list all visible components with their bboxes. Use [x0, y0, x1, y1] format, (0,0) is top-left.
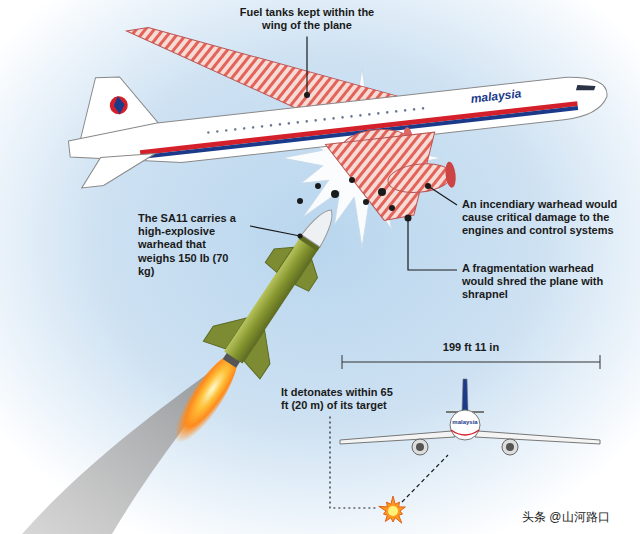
engine	[412, 439, 428, 455]
debris-piece	[389, 205, 395, 211]
mid-fin	[295, 259, 324, 292]
engine-intake	[444, 161, 457, 188]
cabin-window	[305, 120, 308, 123]
cabin-window	[234, 128, 237, 131]
dotted-leader	[330, 416, 378, 508]
cabin-window	[332, 117, 335, 120]
callout-text: An incendiary warhead would cause critic…	[462, 198, 634, 238]
engine	[502, 439, 518, 455]
cockpit-window	[575, 83, 596, 92]
leader-line	[408, 218, 457, 270]
cabin-window	[395, 110, 398, 113]
debris-piece	[363, 199, 369, 205]
dimension-tick	[600, 355, 601, 369]
cabin-window	[216, 130, 219, 133]
stabilizer	[79, 151, 159, 187]
callout-text: Fuel tanks kept within the wing of the p…	[227, 6, 387, 32]
cabin-window	[413, 108, 416, 111]
leader-dot	[298, 234, 303, 239]
leader-dot	[405, 215, 412, 222]
dimension-line	[342, 362, 600, 363]
cabin-window	[422, 107, 425, 110]
rocket-flame	[158, 347, 247, 460]
callout-text: The SA11 carries a high-explosive warhea…	[138, 212, 246, 278]
cabin-window	[359, 114, 362, 117]
debris-piece	[315, 183, 321, 189]
airline-logo-text: malaysia	[450, 419, 480, 426]
cabin-window	[341, 116, 344, 119]
leader-line	[306, 36, 307, 93]
cabin-window	[386, 111, 389, 114]
burst-shape	[379, 496, 406, 523]
leader-lines	[250, 36, 457, 270]
cabin-window	[377, 112, 380, 115]
livery-stripe	[451, 430, 479, 435]
debris-piece	[349, 177, 355, 183]
callout-text: A fragmentation warhead would shred the …	[462, 262, 622, 302]
leader-dots	[298, 92, 432, 239]
wing	[340, 431, 455, 444]
near-engine	[386, 161, 453, 196]
callout-text: It detonates within 65 ft (20 m) of its …	[281, 386, 403, 412]
cabin-window	[368, 113, 371, 116]
detonation-burst	[379, 496, 406, 523]
shrapnel-debris	[297, 177, 395, 211]
fuselage	[450, 410, 480, 440]
cabin-window	[278, 123, 281, 126]
leader-dot	[304, 92, 310, 98]
leader-line	[250, 226, 300, 236]
watermark: 头条 @山河路口	[522, 510, 610, 524]
cabin-window	[296, 121, 299, 124]
debris-piece	[378, 188, 386, 196]
distance-line	[402, 455, 448, 502]
cabin-window	[287, 122, 290, 125]
tail-logo	[109, 95, 129, 115]
cabin-window	[350, 115, 353, 118]
leader-line	[428, 186, 457, 205]
leader-dot	[425, 183, 431, 189]
dimension-label: 199 ft 11 in	[420, 341, 522, 354]
cabin-window	[207, 131, 210, 134]
engine-fan	[506, 443, 514, 451]
cabin-window	[323, 118, 326, 121]
wingspan-dimension	[342, 355, 600, 369]
cabin-window	[252, 126, 255, 129]
cabin-window	[225, 129, 228, 132]
missile-body	[224, 233, 321, 363]
tail-logo	[113, 96, 126, 115]
tail-fin	[462, 379, 468, 411]
cabin-window	[243, 127, 246, 130]
mid-fin	[264, 239, 293, 272]
debris-piece	[297, 198, 303, 204]
burst-core	[388, 506, 398, 516]
cabin-window	[261, 125, 264, 128]
cabin-window	[404, 109, 407, 112]
wing	[475, 431, 600, 444]
dimension-tick	[342, 355, 343, 369]
warhead-nose	[302, 204, 341, 247]
debris-piece	[331, 190, 339, 198]
engine-fan	[416, 443, 424, 451]
cabin-window	[270, 124, 273, 127]
cabin-window	[314, 119, 317, 122]
airline-logo-text: malaysia	[470, 86, 522, 106]
